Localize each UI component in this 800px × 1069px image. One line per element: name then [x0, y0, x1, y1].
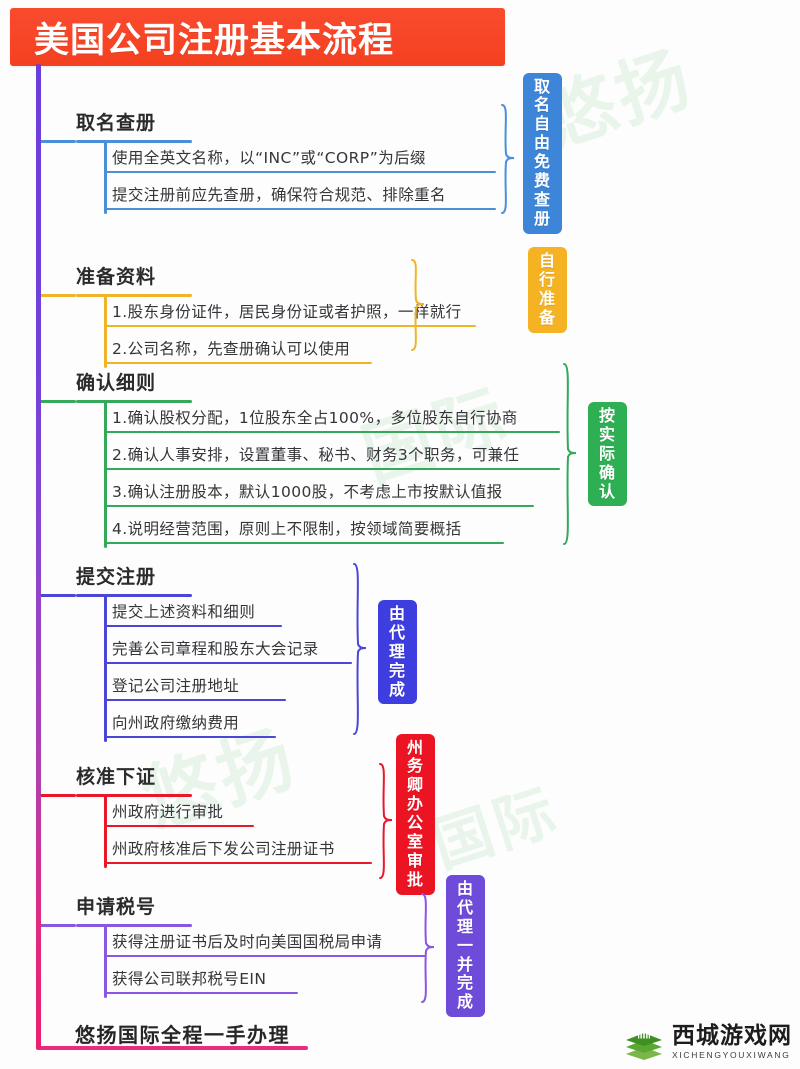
section-title-underline [76, 294, 192, 297]
section-row-text: 登记公司注册地址 [112, 677, 240, 695]
branch-connector [38, 294, 76, 297]
section-title: 取名查册 [76, 112, 157, 134]
branch-connector [38, 794, 76, 797]
section-row-text: 使用全英文名称，以“INC”或“CORP”为后缀 [112, 149, 426, 167]
section-row-text: 1.确认股权分配，1位股东全占100%，多位股东自行协商 [112, 409, 518, 427]
section-brace [420, 892, 438, 1006]
section-row-text: 2.确认人事安排，设置董事、秘书、财务3个职务，可兼任 [112, 446, 520, 464]
section-brace [562, 362, 580, 548]
section-title: 申请税号 [76, 896, 157, 918]
section-row-text: 获得注册证书后及时向美国国税局申请 [112, 933, 383, 951]
section-row-text: 4.说明经营范围，原则上不限制，按领域简要概括 [112, 520, 462, 538]
section-row-underline [104, 208, 496, 210]
section-title-underline [76, 594, 192, 597]
section-row-underline [104, 505, 534, 507]
site-logo: 西城游戏网 XICHENGYOUXIWANG [624, 1023, 792, 1061]
section-row-underline [104, 325, 476, 327]
section-row-underline [104, 542, 504, 544]
mindmap-trunk [36, 64, 41, 1049]
rows-bracket [104, 294, 107, 368]
section-brace [410, 258, 428, 354]
section-title: 提交注册 [76, 566, 157, 588]
section-row-text: 3.确认注册股本，默认1000股，不考虑上市按默认值报 [112, 483, 503, 501]
section-badge-line: 免费查册 [534, 152, 552, 228]
section-badge-line: 州务卿办公室审批 [407, 737, 425, 889]
section-badge-line: 由代理完成 [389, 604, 407, 699]
section-row-text: 州政府核准后下发公司注册证书 [112, 840, 335, 858]
branch-connector [38, 594, 76, 597]
section-brace [500, 103, 518, 217]
branch-connector [38, 140, 76, 143]
section-row-underline [104, 625, 282, 627]
section-row-text: 州政府进行审批 [112, 803, 224, 821]
section-row-underline [104, 699, 286, 701]
section-row-text: 完善公司章程和股东大会记录 [112, 640, 319, 658]
section-title-underline [76, 794, 192, 797]
footer-text: 悠扬国际全程一手办理 [75, 1023, 290, 1047]
branch-connector [38, 400, 76, 403]
section-row-underline [104, 431, 560, 433]
section-row-text: 向州政府缴纳费用 [112, 714, 240, 732]
section-badge-line: 按实际确认 [599, 406, 617, 501]
section-row-underline [104, 171, 496, 173]
section-badge[interactable]: 由代理完成 [378, 600, 418, 705]
section-title: 准备资料 [76, 266, 157, 288]
section-badge[interactable]: 由代理一并完成 [446, 875, 486, 1018]
section-row-underline [104, 468, 560, 470]
section-badge[interactable]: 取名自由免费查册 [523, 72, 563, 234]
rows-bracket [104, 924, 107, 998]
section-brace [378, 762, 396, 882]
rows-bracket [104, 140, 107, 214]
footer-underline [36, 1046, 308, 1050]
section-row-text: 1.股东身份证件，居民身份证或者护照，一样就行 [112, 303, 462, 321]
section-row-text: 2.公司名称，先查册确认可以使用 [112, 340, 351, 358]
site-logo-en: XICHENGYOUXIWANG [672, 1049, 791, 1060]
rows-bracket [104, 400, 107, 548]
section-row-text: 获得公司联邦税号EIN [112, 970, 267, 988]
section-badge[interactable]: 按实际确认 [588, 402, 628, 507]
rows-bracket [104, 794, 107, 868]
section-badge-line: 自行准备 [539, 251, 557, 327]
page-title-banner: 美国公司注册基本流程 [10, 8, 505, 66]
section-badge-line: 取名自由 [534, 76, 552, 153]
section-row-underline [104, 992, 298, 994]
section-row-underline [104, 362, 372, 364]
section-row-text: 提交上述资料和细则 [112, 603, 256, 621]
section-title-underline [76, 140, 192, 143]
section-row-underline [104, 955, 426, 957]
rows-bracket [104, 594, 107, 742]
section-row-text: 提交注册前应先查册，确保符合规范、排除重名 [112, 186, 446, 204]
branch-connector [38, 924, 76, 927]
section-brace [352, 562, 370, 738]
section-row-underline [104, 825, 254, 827]
section-title-underline [76, 400, 192, 403]
section-title-underline [76, 924, 192, 927]
section-title: 核准下证 [76, 766, 157, 788]
section-badge[interactable]: 州务卿办公室审批 [396, 733, 436, 895]
section-row-underline [104, 862, 372, 864]
section-title: 确认细则 [76, 372, 157, 394]
section-badge-line: 由代理一并完成 [457, 879, 475, 1012]
section-badge[interactable]: 自行准备 [528, 247, 568, 333]
section-row-underline [104, 662, 352, 664]
page-title: 美国公司注册基本流程 [34, 20, 395, 61]
site-logo-wordmark: 西城游戏网 XICHENGYOUXIWANG [672, 1022, 792, 1060]
layered-book-icon [626, 1027, 662, 1060]
site-logo-cn: 西城游戏网 [672, 1022, 792, 1049]
section-row-underline [104, 736, 276, 738]
